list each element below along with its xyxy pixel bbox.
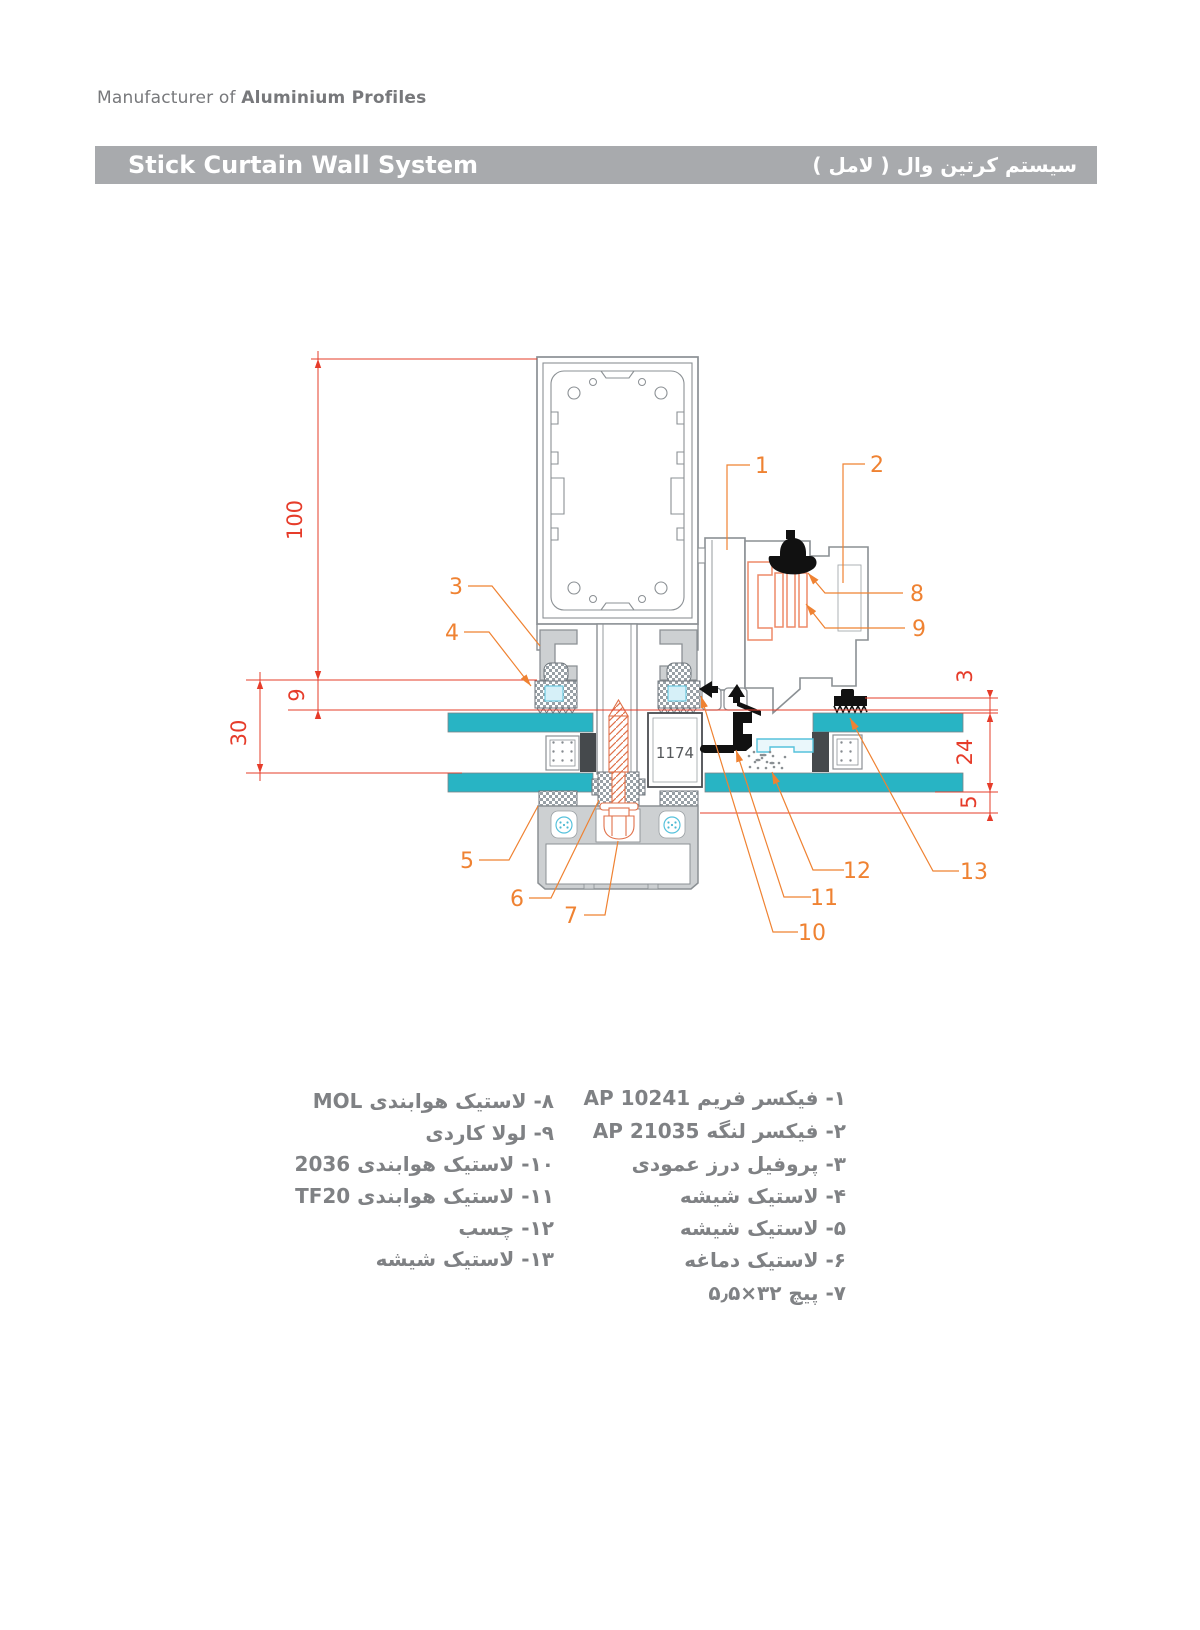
callout-11: 11 (810, 886, 838, 911)
mullion-profile (536, 356, 699, 663)
callout-4: 4 (445, 621, 459, 646)
glazing-support-profile (756, 738, 814, 753)
section-title-bar: Stick Curtain Wall System سیستم کرتین وا… (95, 146, 1097, 184)
legend-item-4: ۴- لاستیک شیشه (679, 1184, 846, 1208)
legend-item-8: ۸- لاستیک هوابندی MOL (312, 1089, 554, 1113)
legend-item-3: ۳- پروفیل درز عمودی (631, 1152, 846, 1176)
legend-item-2: ۲- فیکسر لنگه AP 21035 (592, 1119, 846, 1143)
page-title-fa: سیستم کرتین وال ( لامل ) (812, 153, 1077, 177)
callout-8: 8 (910, 582, 924, 607)
fixer-frame-profile (697, 537, 748, 711)
tagline-bold: Aluminium Profiles (241, 88, 427, 108)
dimensions: 100 9 30 3 24 5 (227, 351, 998, 821)
legend-item-9: ۹- لولا کاردی (425, 1121, 554, 1145)
dim-9: 9 (285, 688, 309, 701)
glazing-gaskets (534, 662, 701, 827)
legend-item-5: ۵- لاستیک شیشه (679, 1216, 846, 1240)
callout-12: 12 (843, 859, 871, 884)
legend-item-12: ۱۲- چسب (458, 1216, 554, 1240)
glass-unit-left (447, 712, 596, 793)
legend-item-10: ۱۰- لاستیک هوابندی 2036 (294, 1152, 554, 1176)
glue-dots (747, 750, 787, 770)
callout-13: 13 (960, 860, 988, 885)
thermal-break-1174: 1174 (647, 712, 703, 788)
callout-9: 9 (912, 617, 926, 642)
legend-item-1: ۱- فیکسر فریم AP 10241 (583, 1086, 846, 1110)
callout-6: 6 (510, 887, 524, 912)
callout-2: 2 (870, 453, 884, 478)
spacer-desiccant-right (836, 738, 859, 766)
legend-item-6: ۶- لاستیک دماغه (684, 1248, 846, 1272)
spacer-desiccant-left (549, 739, 576, 767)
callout-leaders (464, 463, 959, 933)
glass-unit-right (704, 712, 964, 793)
callout-5: 5 (460, 849, 474, 874)
legend-item-11: ۱۱- لاستیک هوابندی TF20 (295, 1184, 554, 1208)
mol-gasket (768, 530, 817, 575)
dim-100: 100 (283, 500, 307, 540)
callout-numbers: 1 2 3 4 5 6 7 8 9 10 11 12 13 (445, 453, 988, 946)
tagline-regular: Manufacturer of (97, 88, 242, 108)
legend-item-13: ۱۳- لاستیک شیشه (375, 1247, 554, 1271)
callout-3: 3 (449, 575, 463, 600)
callout-7: 7 (564, 904, 578, 929)
page-title-en: Stick Curtain Wall System (128, 151, 478, 179)
callout-10: 10 (798, 921, 826, 946)
dim-5: 5 (957, 795, 981, 808)
edge-sealant-right (812, 732, 829, 772)
dim-3: 3 (953, 669, 977, 682)
dim-30: 30 (227, 720, 251, 747)
self-tapping-screw (599, 698, 639, 840)
knife-hinge (747, 561, 808, 641)
air-seal-gasket-2036 (699, 681, 761, 716)
serrated-glass-gasket (833, 689, 868, 714)
callout-1: 1 (755, 454, 769, 479)
edge-sealant-left (580, 733, 596, 772)
legend-item-7: ۷- پیچ ‪۵٫۵×۳۲‬ (708, 1281, 846, 1305)
dim-24: 24 (953, 739, 977, 766)
manufacturer-tagline: Manufacturer of Aluminium Profiles (97, 88, 426, 108)
profile-code-label: 1174 (656, 744, 694, 762)
